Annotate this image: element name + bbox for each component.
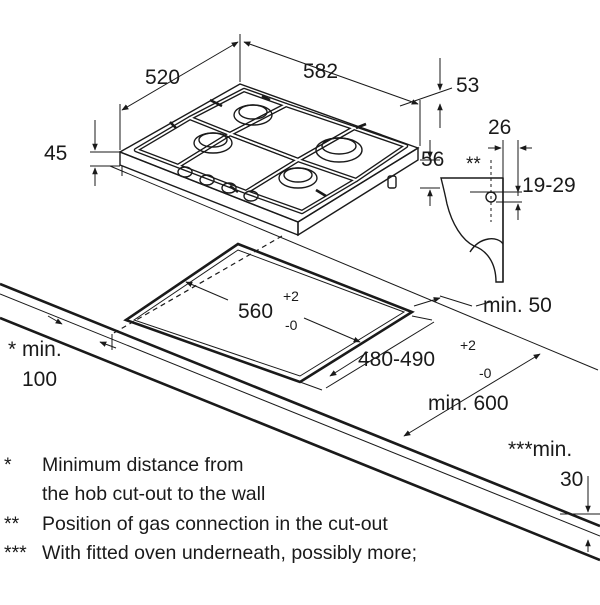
min-wall-dimension <box>47 315 117 350</box>
dim-cutout-depth-tol-minus: -0 <box>479 365 492 381</box>
footnote-2-line1: Position of gas connection in the cut-ou… <box>42 513 388 535</box>
burner-rear-right <box>315 137 363 163</box>
dim-cutout-width-tol-minus: -0 <box>285 317 298 333</box>
burner-front-left <box>193 132 233 154</box>
dim-cutout-depth-tol-plus: +2 <box>460 337 476 353</box>
dim-cutout-depth: 480-490 <box>358 348 435 371</box>
dim-min-front: min. 50 <box>483 294 552 317</box>
gas-connection-detail <box>440 140 532 283</box>
min-oven-dimension <box>560 476 600 552</box>
footnote-1-line1: Minimum distance from <box>42 454 244 476</box>
dim-cutout-width: 560 <box>238 300 273 323</box>
worktop <box>0 165 600 562</box>
dim-min-oven-label: ***min. <box>508 438 572 461</box>
cutout <box>123 242 435 391</box>
footnote-3-mark: *** <box>4 542 27 564</box>
footnote-2-mark: ** <box>4 513 20 535</box>
control-knobs <box>177 166 259 202</box>
hob-dimension-lines <box>90 34 453 206</box>
dim-hob-width: 582 <box>303 60 338 83</box>
dim-hob-below: 56 <box>421 148 444 171</box>
burner-rear-left <box>233 104 273 126</box>
min-front-dimension <box>413 295 491 307</box>
footnote-1-mark: * <box>4 454 12 476</box>
dim-min-oven-value: 30 <box>560 468 583 491</box>
dim-hob-overhang: 53 <box>456 74 479 97</box>
dim-hob-height: 45 <box>44 142 67 165</box>
footnotes: * Minimum distance from the hob cut-out … <box>4 454 417 564</box>
burner-front-right <box>278 167 318 189</box>
dim-min-wall-label: * min. <box>8 338 62 361</box>
dim-gas-vertical: 19-29 <box>522 174 576 197</box>
gas-mark: ** <box>466 154 481 175</box>
dim-gas-offset: 26 <box>488 116 511 139</box>
dim-min-wall-value: 100 <box>22 368 57 391</box>
dim-hob-depth: 520 <box>145 66 180 89</box>
footnote-1-line2: the hob cut-out to the wall <box>42 483 265 505</box>
hob-illustration <box>118 83 420 237</box>
dim-cutout-width-tol-plus: +2 <box>283 288 299 304</box>
footnote-3-line1: With fitted oven underneath, possibly mo… <box>42 542 417 564</box>
dim-min-depth: min. 600 <box>428 392 509 415</box>
min-depth-dimension <box>403 353 541 437</box>
